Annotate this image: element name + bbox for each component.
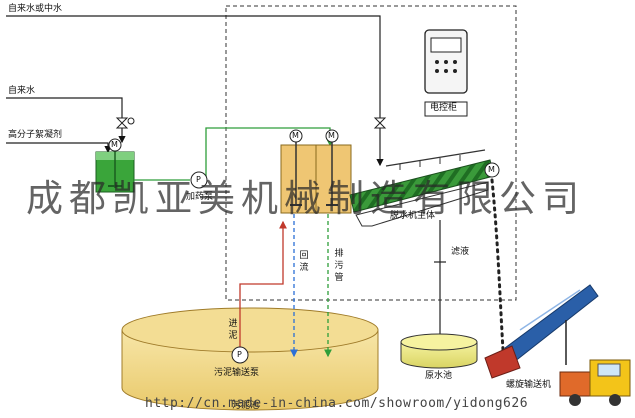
tap-water-or-reclaimed-line bbox=[6, 15, 381, 120]
valve-icon bbox=[373, 117, 387, 129]
motor-symbol: M bbox=[292, 131, 299, 140]
label-sludge-tank: 污泥池 bbox=[232, 401, 260, 411]
watermark-url: http://cn.made-in-china.com/showroom/yid… bbox=[145, 396, 529, 411]
label-tap-water: 自来水 bbox=[8, 86, 36, 96]
motor-symbol: M bbox=[328, 131, 335, 140]
polymer-line bbox=[6, 142, 112, 154]
flocculation-tank bbox=[280, 129, 352, 214]
label-sludge-inlet: 进泥 bbox=[228, 319, 238, 341]
truck-icon bbox=[559, 359, 631, 406]
control-cabinet bbox=[424, 29, 468, 117]
raw-water-tank bbox=[400, 333, 478, 369]
label-raw-water-tank: 原水池 bbox=[425, 371, 453, 381]
sludge-pump-symbol: P bbox=[237, 350, 242, 359]
valve-icon bbox=[115, 117, 135, 129]
sludge-tank bbox=[121, 307, 379, 411]
screw-conveyor bbox=[484, 284, 599, 379]
label-return-flow: 回流 bbox=[299, 251, 309, 273]
label-sludge-transfer-pump: 污泥输送泵 bbox=[214, 368, 260, 378]
label-dewatering-main: 脱水机主体 bbox=[390, 211, 436, 221]
label-tap-water-or-reclaimed: 自来水或中水 bbox=[8, 4, 63, 14]
label-screw-conveyor: 螺旋输送机 bbox=[506, 380, 552, 390]
dosing-pump-icon bbox=[190, 171, 208, 189]
motor-symbol: M bbox=[488, 165, 495, 174]
sludge-feed-line bbox=[239, 220, 287, 352]
label-polymer-flocculant: 高分子絮凝剂 bbox=[8, 130, 63, 140]
mixer-motor-symbol: M bbox=[111, 140, 118, 149]
sludge-pump-icon bbox=[231, 346, 249, 364]
label-dosing-pump: 加药泵 bbox=[186, 192, 214, 202]
label-sludge-discharge-pipe: 排污管 bbox=[334, 249, 344, 283]
tap-water-line bbox=[6, 97, 126, 144]
screw-dewatering-body bbox=[349, 159, 500, 227]
dosing-pump-symbol: P bbox=[196, 175, 201, 184]
cake-discharge-path bbox=[490, 178, 505, 352]
chemical-mixing-tank bbox=[95, 138, 135, 193]
spray-pipe bbox=[385, 149, 486, 170]
equipment-boundary bbox=[225, 5, 517, 301]
watermark-company: 成都凯亚美机械制造有限公司 bbox=[26, 177, 585, 220]
label-control-cabinet: 电控柜 bbox=[430, 103, 458, 113]
label-filtrate: 滤液 bbox=[451, 247, 470, 257]
